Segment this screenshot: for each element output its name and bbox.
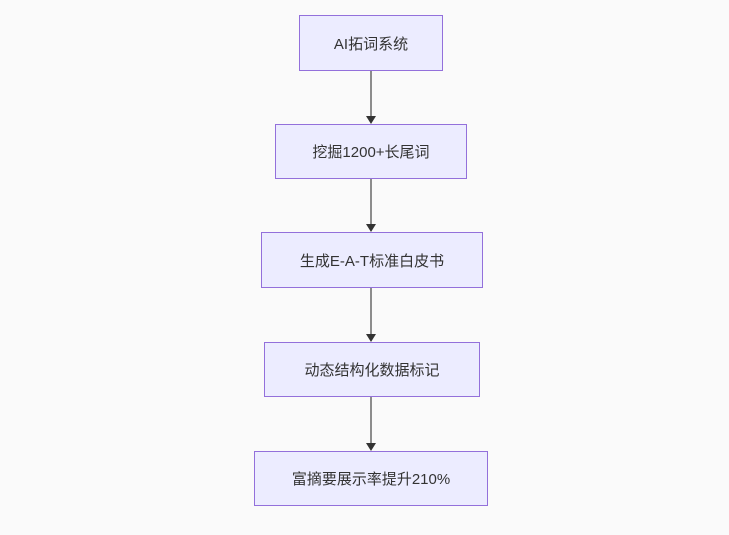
node-ai-expansion-system: AI拓词系统: [299, 15, 443, 71]
node-label: 富摘要展示率提升210%: [291, 471, 451, 488]
arrow-down-icon: [366, 443, 376, 451]
node-eat-whitepaper: 生成E-A-T标准白皮书: [261, 232, 483, 288]
node-rich-snippet-uplift: 富摘要展示率提升210%: [254, 451, 488, 506]
arrow-3: [366, 288, 376, 342]
arrow-line: [370, 71, 372, 116]
arrow-2: [366, 179, 376, 232]
arrow-line: [370, 179, 372, 224]
node-longtail-keyword-mining: 挖掘1200+长尾词: [275, 124, 467, 179]
node-label: 动态结构化数据标记: [304, 362, 440, 379]
arrow-down-icon: [366, 224, 376, 232]
arrow-1: [366, 71, 376, 124]
node-structured-data-markup: 动态结构化数据标记: [264, 342, 480, 397]
node-label: 挖掘1200+长尾词: [312, 144, 430, 161]
node-label: AI拓词系统: [333, 35, 409, 53]
node-label: 生成E-A-T标准白皮书: [299, 252, 445, 270]
arrow-down-icon: [366, 116, 376, 124]
arrow-down-icon: [366, 334, 376, 342]
arrow-line: [370, 288, 372, 334]
arrow-4: [366, 397, 376, 451]
arrow-line: [370, 397, 372, 443]
